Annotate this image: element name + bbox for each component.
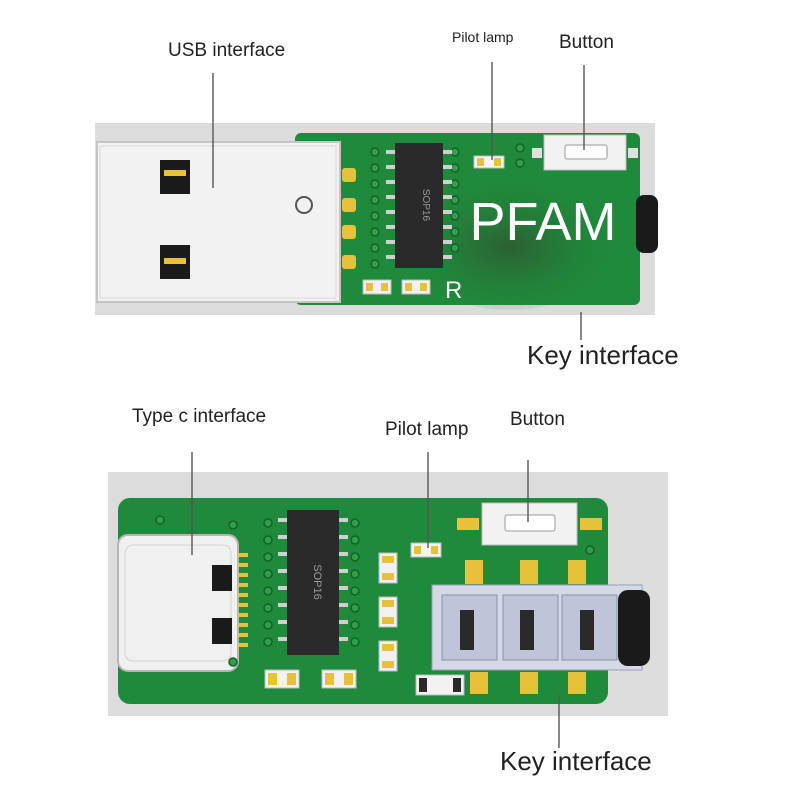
bottom-push-button [457, 502, 602, 546]
bottom-key-interface-label: Key interface [500, 746, 652, 776]
brand-overlay: PFAM [469, 192, 616, 252]
top-pcb-shadow [400, 170, 620, 310]
bottom-pilot-lamp-label: Pilot lamp [385, 419, 469, 440]
top-chip: SOP16 [386, 143, 452, 268]
usb-interface-label: USB interface [168, 40, 286, 61]
r-mark: R [445, 277, 462, 304]
top-button-label: Button [559, 32, 614, 53]
top-push-button [532, 134, 638, 171]
type-c-connector [117, 534, 248, 672]
bottom-chip: SOP16 [278, 510, 348, 655]
top-chip-marking: SOP16 [420, 189, 431, 222]
bottom-audio-jack [431, 560, 650, 694]
top-edge-pads [342, 168, 356, 269]
top-pilot-lamp-label: Pilot lamp [452, 29, 514, 45]
bottom-module: SOP16 [108, 452, 668, 748]
top-vias [370, 143, 525, 269]
bottom-vias [155, 515, 595, 667]
bottom-small-components [264, 669, 465, 696]
top-audio-jack [636, 195, 658, 253]
top-small-components [362, 279, 431, 295]
type-c-interface-label: Type c interface [132, 406, 267, 427]
usb-logo-icon [295, 196, 313, 214]
bottom-button-label: Button [510, 409, 565, 430]
bottom-resistors [378, 552, 398, 672]
top-leader-lines [212, 62, 585, 340]
bottom-leader-lines [191, 452, 560, 748]
bottom-pilot-lamp-led [410, 542, 442, 558]
bottom-chip-marking: SOP16 [311, 564, 323, 599]
top-pilot-lamp-led [473, 155, 505, 169]
usb-contact-hole-upper [160, 160, 190, 194]
usb-plug [96, 141, 341, 303]
top-module: SOP16 PFAM R [95, 62, 658, 340]
top-key-interface-label: Key interface [527, 340, 679, 370]
